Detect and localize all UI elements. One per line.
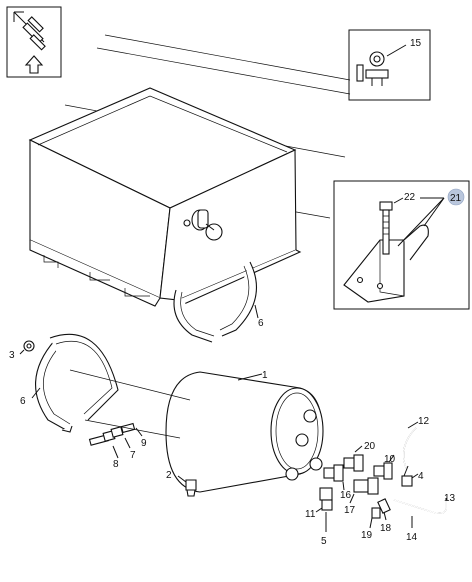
callout-19: 19 [361,530,373,541]
fitting-16: 16 [323,464,352,501]
callout-20: 20 [364,441,376,452]
callout-11: 11 [305,509,316,520]
truck-orientation-arrow-icon [13,11,46,74]
air-tank-1: 1 [69,369,324,493]
hydraulic-symbol-icon [356,51,389,86]
strap-6-upper: 6 [173,261,264,343]
bolt-22 [379,201,393,255]
callout-4: 4 [418,471,424,482]
callout-14: 14 [406,532,418,543]
callout-21: 21 [450,193,462,204]
fitting-4: 4 [401,465,424,487]
callout-16: 16 [340,490,352,501]
callout-1: 1 [262,370,268,381]
callout-13: 13 [444,493,456,504]
callout-8: 8 [113,459,119,470]
elbow-11: 11 5 [305,487,333,547]
nut-3: 3 [9,340,35,361]
callout-22: 22 [404,192,416,203]
callout-9: 9 [141,438,147,449]
callout-2: 2 [166,470,172,481]
callout-17: 17 [344,505,356,516]
cover-box [28,87,302,307]
tube-12: 12 [403,416,430,469]
callout-10: 10 [384,454,396,465]
callout-15: 15 [410,38,422,49]
callout-6-lower: 6 [20,396,26,407]
callout-18: 18 [380,523,392,534]
drain-valve-2: 2 [166,470,197,497]
orientation-inset [6,6,62,78]
latch-handle [191,209,223,241]
callout-3: 3 [9,350,15,361]
fitting-19: 19 [361,507,381,541]
fitting-17: 17 [344,477,379,516]
highlight-badge [447,188,465,206]
callout-12: 12 [418,416,430,427]
bolts-7-8-9: 8 7 9 [88,422,147,470]
callout-6-upper: 6 [258,318,264,329]
tube-13-14: 13 14 [393,493,456,543]
callout-5: 5 [321,536,327,547]
inset-15: 15 [348,29,431,101]
fitting-10: 10 [373,454,396,480]
strap-6-lower: 6 [20,333,119,433]
callout-7: 7 [130,450,136,461]
fitting-20: 20 [343,441,376,472]
inset-21-22: 22 21 [333,180,470,310]
mounting-bracket [343,224,429,303]
